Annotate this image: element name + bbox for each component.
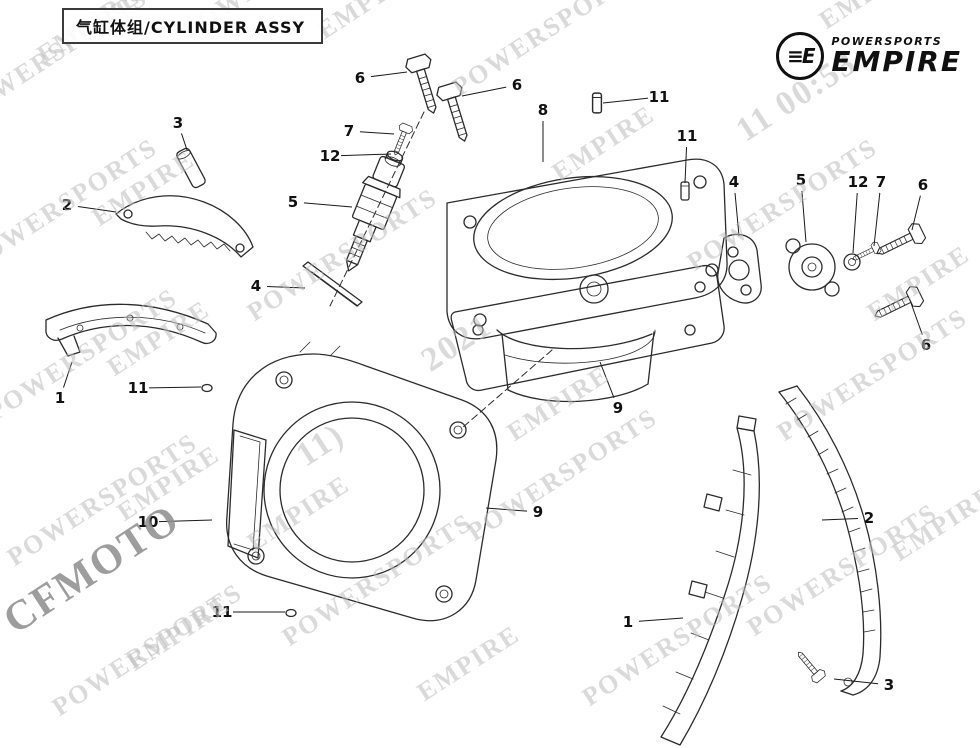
logo-powersports-text: POWERSPORTS [831, 35, 943, 48]
leader-line [359, 131, 395, 135]
callout-12: 12 [320, 147, 341, 165]
part-2-chain-guide-right [778, 385, 882, 696]
callout-6: 6 [355, 69, 365, 87]
callout-7: 7 [876, 173, 886, 191]
part-3-bolt-bottom-right [792, 646, 828, 685]
leader-line [485, 507, 528, 512]
leader-line [638, 617, 684, 622]
empire-logo-icon: ≡E [776, 32, 825, 80]
callout-11: 11 [128, 379, 149, 397]
part-6-bolts-top [403, 52, 478, 146]
callout-6: 6 [512, 76, 522, 94]
leader-line [873, 192, 881, 247]
callout-4: 4 [729, 173, 739, 191]
part-1-chain-guide-right [660, 415, 760, 746]
logo-monogram: ≡E [787, 44, 815, 68]
part-5-tensioner-body [785, 238, 840, 297]
leader-line [602, 97, 649, 104]
callout-1: 1 [55, 389, 65, 407]
callout-10: 10 [138, 513, 159, 531]
leader-line [821, 517, 859, 521]
part-8-cylinder-head [446, 158, 728, 403]
leader-line [63, 361, 73, 388]
leader-line [911, 195, 921, 231]
callout-9: 9 [533, 503, 543, 521]
callout-3: 3 [173, 114, 183, 132]
logo-text: POWERSPORTS EMPIRE [831, 36, 962, 76]
leader-line [158, 519, 213, 523]
part-1-chain-guide-left [45, 303, 217, 357]
callout-6: 6 [921, 336, 931, 354]
leader-line [181, 133, 188, 151]
part-7-flange-bolt-center [388, 121, 415, 158]
leader-line [852, 192, 858, 254]
callout-12: 12 [848, 173, 869, 191]
page-title: 气缸体组/CYLINDER ASSY [76, 18, 306, 37]
part-3-dowel-pin [176, 147, 206, 189]
callout-9: 9 [613, 399, 623, 417]
part-12-nut-center [384, 150, 404, 167]
part-10-cylinder-block [226, 341, 498, 622]
leader-line [77, 206, 117, 213]
leader-line [340, 153, 392, 157]
callout-5: 5 [288, 193, 298, 211]
callout-8: 8 [538, 101, 548, 119]
part-4-tensioner-gasket [717, 233, 762, 304]
leader-line [370, 71, 408, 78]
leader-line [910, 302, 923, 335]
callout-2: 2 [62, 196, 72, 214]
leader-line [833, 678, 879, 685]
callout-11: 11 [677, 127, 698, 145]
callout-11: 11 [212, 603, 233, 621]
brand-logo: ≡E POWERSPORTS EMPIRE [776, 32, 962, 80]
callout-2: 2 [864, 509, 874, 527]
assembly-axis-lines [329, 111, 553, 429]
part-2-chain-guide-upper [115, 195, 254, 258]
callout-5: 5 [796, 171, 806, 189]
leader-line [461, 86, 507, 97]
callout-7: 7 [344, 122, 354, 140]
part-4-stud [302, 261, 363, 307]
leader-line [148, 386, 202, 389]
callout-1: 1 [623, 613, 633, 631]
callout-4: 4 [251, 277, 261, 295]
leader-line [599, 361, 615, 398]
part-12-washer [843, 253, 861, 271]
leader-line [266, 285, 306, 289]
leader-line [801, 190, 807, 243]
leader-line [734, 192, 740, 237]
part-11-dowel-pins [201, 92, 690, 618]
part-9-head-gasket [450, 264, 725, 392]
callout-3: 3 [884, 676, 894, 694]
part-5-tensioner-lifter [345, 155, 406, 272]
leader-line [303, 202, 353, 208]
leader-line [684, 146, 688, 184]
callout-11: 11 [649, 88, 670, 106]
logo-empire-text: EMPIRE [831, 45, 962, 78]
part-6-bolts-right [869, 220, 928, 327]
title-box: 气缸体组/CYLINDER ASSY [62, 8, 324, 44]
callout-6: 6 [918, 176, 928, 194]
